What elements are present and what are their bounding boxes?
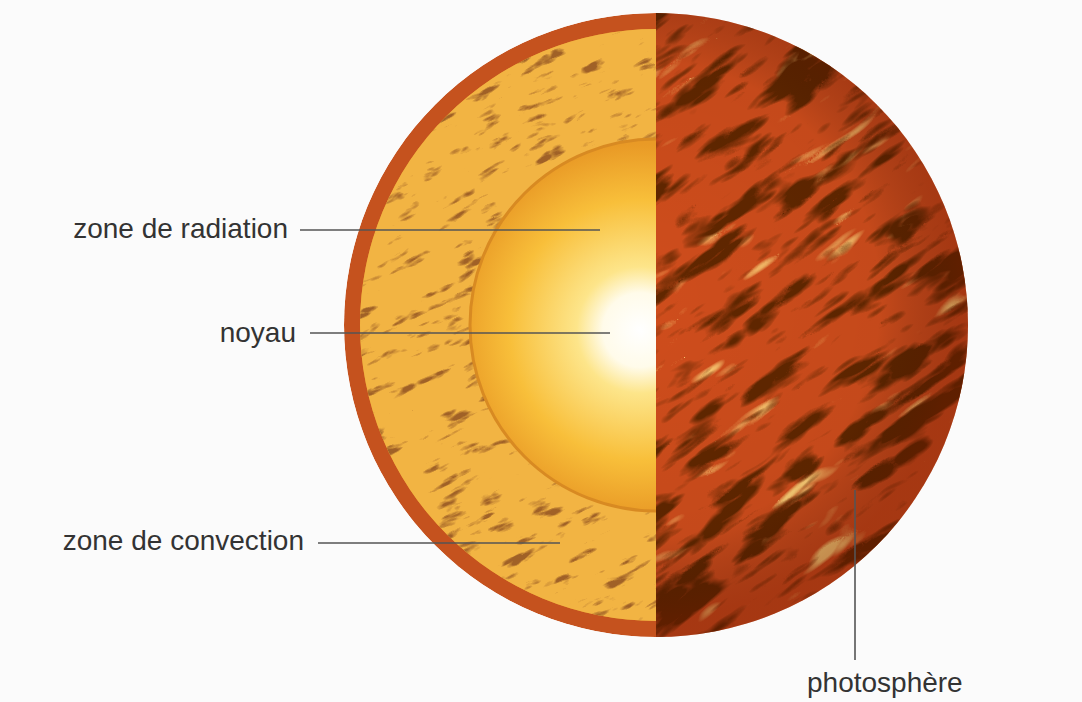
leader-line [318, 542, 560, 544]
part-label: photosphère [807, 668, 963, 698]
label-text: zone de convection [63, 525, 304, 556]
surface-shading [640, 0, 980, 650]
surface-fill [640, 0, 980, 650]
label-text: photosphère [807, 667, 963, 698]
part-label: noyau [220, 318, 296, 348]
part-label: zone de radiation [73, 214, 288, 244]
convection-texture [94, 0, 906, 702]
leader-line [300, 229, 600, 231]
radiation-zone [470, 139, 842, 511]
radiation-fill [470, 139, 842, 511]
leader-line [854, 490, 856, 660]
label-text: noyau [220, 317, 296, 348]
convection-zone [94, 0, 906, 702]
label-text: zone de radiation [73, 213, 288, 244]
part-label: zone de convection [63, 526, 304, 556]
leader-line [310, 332, 610, 334]
radiation-edge [470, 139, 842, 511]
leader-lines [300, 230, 855, 660]
